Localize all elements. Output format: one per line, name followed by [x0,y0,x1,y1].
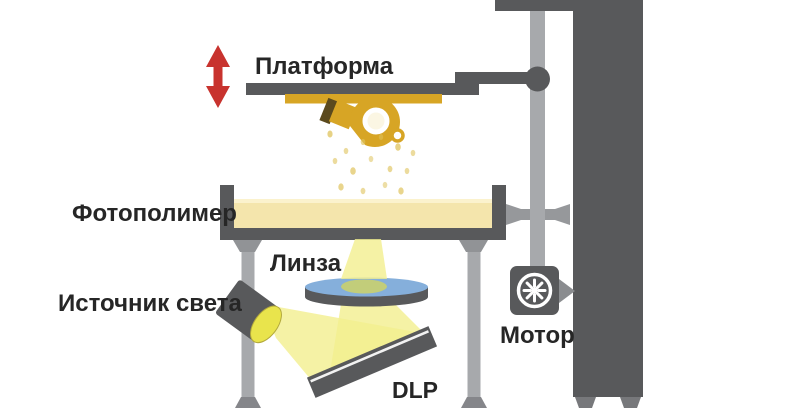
dlp-label: DLP [392,377,438,403]
build-plate-group [285,94,442,195]
platform-arm [246,66,550,95]
motor-label: Мотор [500,322,575,349]
whistle-hole [362,107,390,135]
guide-rail [530,11,545,267]
platform-bar [246,83,479,95]
platform-label: Платформа [255,53,394,80]
resin-surface [234,199,492,203]
vat-foot-right [461,397,487,408]
vat-leg-cap-right [459,240,488,252]
column-foot-left [575,397,596,408]
vat-wall-left [220,185,234,240]
beam-source-to-dlp [262,304,432,381]
photopolymer-resin [234,199,492,228]
vat-leg-cap-left [233,240,262,252]
dlp-chip-body [306,326,438,398]
fan-icon [516,272,553,309]
platform-arm-riser [455,72,538,84]
whistle-ring [390,128,405,143]
machine-frame [495,0,643,408]
resin-vat [220,185,506,408]
up-down-arrow-icon [206,45,230,108]
photopolymer-label: Фотополимер [72,200,237,227]
vat-leg-right [467,252,481,397]
whistle-mouth-tip [319,97,339,125]
motor-mount [559,279,575,303]
lens-label: Линза [270,250,342,277]
vat-wall-right [492,185,506,240]
beam-lens-to-vat [341,239,387,279]
light-source-lamp [216,280,282,344]
motor [510,266,575,315]
column-foot-right [620,397,641,408]
vat-bottom [220,228,506,240]
dlp-chip [306,326,438,398]
dlp-mirror-stripe [310,330,429,383]
build-plate [285,94,442,104]
resin-drips [327,130,416,195]
whistle-notch [344,126,365,145]
printed-whistle [319,97,405,147]
light-source-label: Источник света [58,290,243,317]
lamp-face [250,305,282,344]
frame-column [573,0,643,397]
frame-top-bar [495,0,643,11]
lens-beam-spot [341,279,387,294]
vat-foot-left [235,397,261,408]
rail-carriage-joint [525,66,550,92]
